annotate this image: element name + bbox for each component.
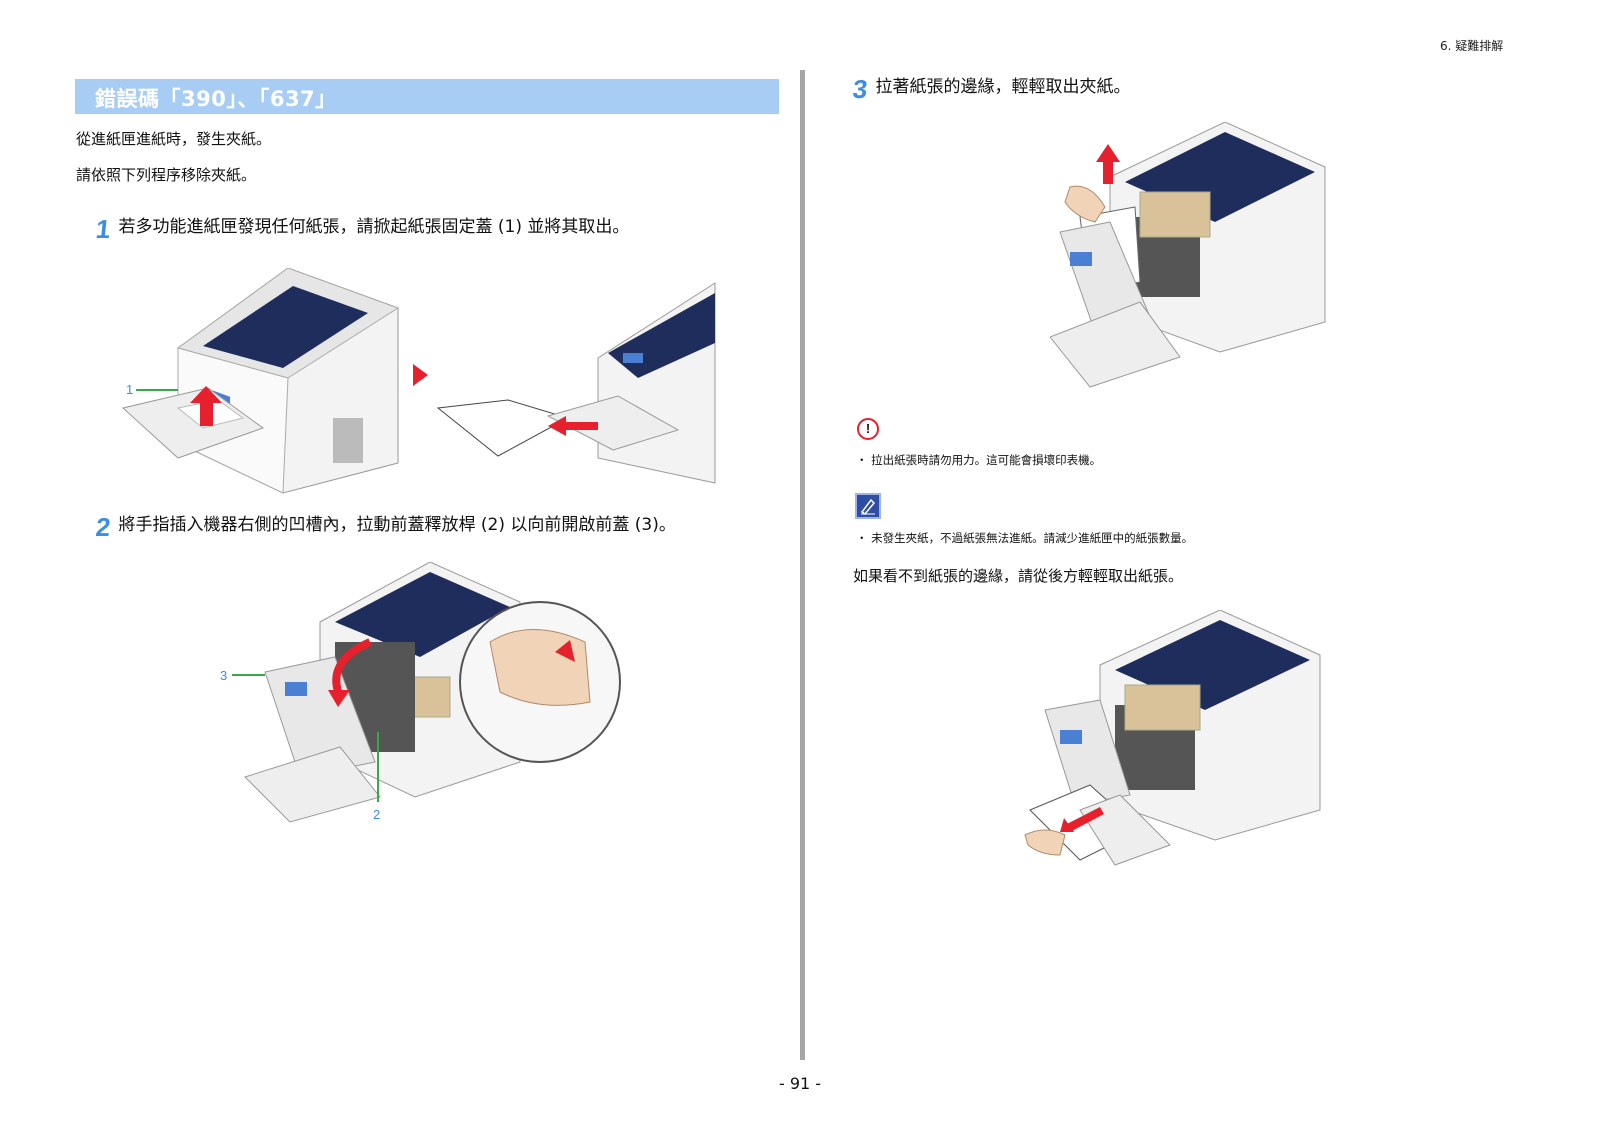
section-header: 6. 疑難排解	[1440, 39, 1504, 53]
printer-illustration-3	[1050, 122, 1326, 388]
page-title: 錯誤碼「390」、「637」	[95, 87, 337, 111]
step-text: 將手指插入機器右側的凹槽內，拉動前蓋釋放桿 (2) 以向前開啟前蓋 (3)。	[118, 515, 676, 535]
step-text: 若多功能進紙匣發現任何紙張，請掀起紙張固定蓋 (1) 並將其取出。	[118, 217, 630, 237]
step-text: 拉著紙張的邊緣，輕輕取出夾紙。	[875, 77, 1131, 97]
intro-line-2: 請依照下列程序移除夾紙。	[76, 166, 257, 184]
printer-illustration-4	[1024, 610, 1321, 866]
caution-icon: !	[857, 418, 879, 440]
figure-step-2: 3 2	[220, 562, 640, 847]
step-number: 2	[94, 512, 113, 542]
figure-rear-removal	[1020, 610, 1330, 885]
figure-step-3	[1050, 122, 1330, 400]
callout-3: 3	[220, 668, 227, 683]
step-1: 1 若多功能進紙匣發現任何紙張，請掀起紙張固定蓋 (1) 並將其取出。	[94, 214, 630, 244]
intro-line-1: 從進紙匣進紙時，發生夾紙。	[76, 130, 272, 148]
figure-step-1: 1	[118, 268, 733, 500]
title-bar: 錯誤碼「390」、「637」	[75, 79, 779, 114]
callout-1: 1	[126, 382, 133, 397]
caution-text: ・ 拉出紙張時請勿用力。這可能會損壞印表機。	[856, 453, 1102, 467]
step-number: 3	[851, 74, 870, 104]
callout-2: 2	[373, 807, 380, 822]
memo-icon	[855, 493, 881, 519]
step-number: 1	[94, 214, 113, 244]
step-3: 3 拉著紙張的邊緣，輕輕取出夾紙。	[851, 74, 1131, 104]
page-number: - 91 -	[778, 1074, 822, 1093]
printer-illustration-2: 3 2	[220, 562, 621, 823]
rear-instruction: 如果看不到紙張的邊緣，請從後方輕輕取出紙張。	[853, 567, 1184, 585]
step-2: 2 將手指插入機器右側的凹槽內，拉動前蓋釋放桿 (2) 以向前開啟前蓋 (3)。	[94, 512, 676, 542]
column-divider	[800, 70, 805, 1060]
printer-illustration-1: 1	[121, 268, 716, 494]
memo-text: ・ 未發生夾紙，不過紙張無法進紙。請減少進紙匣中的紙張數量。	[856, 531, 1194, 545]
